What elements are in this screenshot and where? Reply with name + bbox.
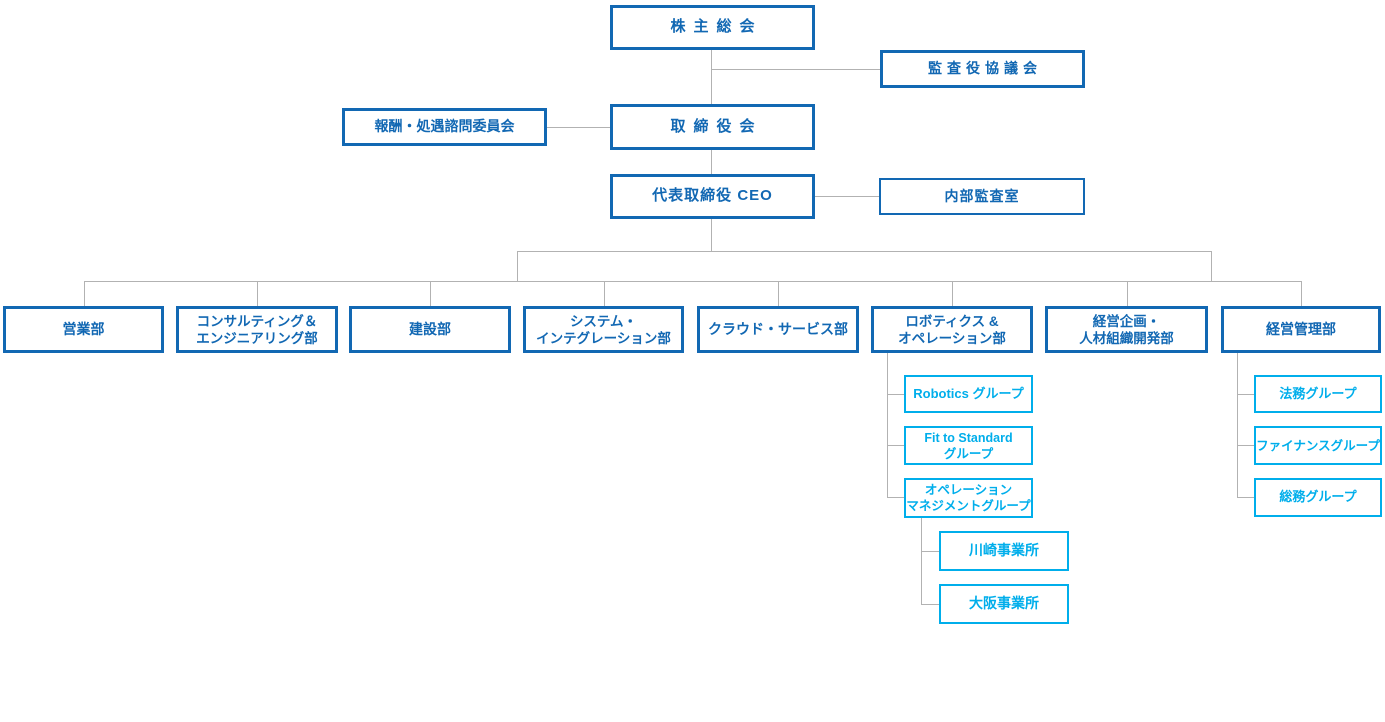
org-node-label: 大阪事業所 [969,595,1039,612]
org-node-label: システム・ インテグレーション部 [536,313,671,346]
org-node-label: 報酬・処遇諮問委員会 [374,118,515,135]
connector-line [1301,281,1302,306]
connector-line [887,445,904,446]
org-node-dept-construction: 建設部 [349,306,511,353]
org-node-label: 取締役会 [670,117,763,135]
connector-line [815,196,879,197]
org-node-label: 法務グループ [1279,385,1357,401]
connector-line [1237,445,1254,446]
org-node-dept-corporate-management: 経営管理部 [1221,306,1381,353]
connector-line [84,281,1301,282]
org-node-label: 営業部 [62,320,105,337]
org-node-dept-system-integration: システム・ インテグレーション部 [523,306,684,353]
org-node-label: クラウド・サービス部 [708,320,848,337]
connector-line [430,281,431,306]
org-node-audit-officers-council: 監査役協議会 [880,50,1085,88]
org-node-ceo: 代表取締役 CEO [610,174,815,219]
org-node-label: 総務グループ [1279,489,1357,505]
connector-line [84,281,85,306]
org-node-label: 建設部 [409,320,451,337]
org-node-office-osaka: 大阪事業所 [939,584,1069,624]
connector-line [547,127,610,128]
connector-line [711,50,712,104]
org-node-label: Fit to Standard グループ [924,430,1013,461]
org-node-label: 経営管理部 [1266,320,1336,337]
org-node-label: 川崎事業所 [969,542,1039,559]
org-node-group-legal: 法務グループ [1254,375,1382,413]
connector-line [1237,497,1254,498]
org-node-group-finance: ファイナンスグループ [1254,426,1382,465]
org-node-group-fit-to-standard: Fit to Standard グループ [904,426,1033,465]
connector-line [921,604,939,605]
connector-line [257,281,258,306]
connector-line [711,69,880,70]
connector-line [711,219,712,251]
org-node-label: 内部監査室 [944,187,1020,204]
connector-line [921,518,922,604]
org-node-dept-cloud-service: クラウド・サービス部 [697,306,859,353]
connector-line [711,150,712,174]
org-node-shareholders-meeting: 株主総会 [610,5,815,50]
connector-line [517,251,518,281]
connector-line [1237,394,1254,395]
connector-line [952,281,953,306]
org-node-label: コンサルティング＆ エンジニアリング部 [196,313,318,346]
org-node-dept-robotics-operation: ロボティクス & オペレーション部 [871,306,1033,353]
org-node-label: 監査役協議会 [928,60,1042,77]
org-node-group-operation-management: オペレーション マネジメントグループ [904,478,1033,518]
org-node-label: 代表取締役 CEO [652,187,773,205]
org-node-office-kawasaki: 川崎事業所 [939,531,1069,571]
connector-line [1211,251,1212,281]
org-node-dept-consulting-engineering: コンサルティング＆ エンジニアリング部 [176,306,338,353]
connector-line [517,251,1211,252]
org-node-dept-sales: 営業部 [3,306,164,353]
connector-line [887,497,904,498]
connector-line [1237,353,1238,497]
connector-line [604,281,605,306]
connector-line [921,551,939,552]
org-node-label: ファイナンスグループ [1256,438,1380,453]
org-node-label: Robotics グループ [913,385,1024,401]
connector-line [887,394,904,395]
org-node-dept-corporate-planning-hr: 経営企画・ 人材組織開発部 [1045,306,1208,353]
connector-line [1127,281,1128,306]
org-node-internal-audit-office: 内部監査室 [879,178,1085,215]
org-node-label: 経営企画・ 人材組織開発部 [1079,313,1174,346]
org-node-compensation-committee: 報酬・処遇諮問委員会 [342,108,547,146]
org-node-label: ロボティクス & オペレーション部 [898,313,1006,346]
connector-line [778,281,779,306]
connector-line [887,353,888,498]
org-node-group-general-affairs: 総務グループ [1254,478,1382,517]
org-node-label: 株主総会 [670,18,763,36]
org-node-group-robotics: Robotics グループ [904,375,1033,413]
org-node-board-of-directors: 取締役会 [610,104,815,150]
org-node-label: オペレーション マネジメントグループ [906,483,1031,513]
